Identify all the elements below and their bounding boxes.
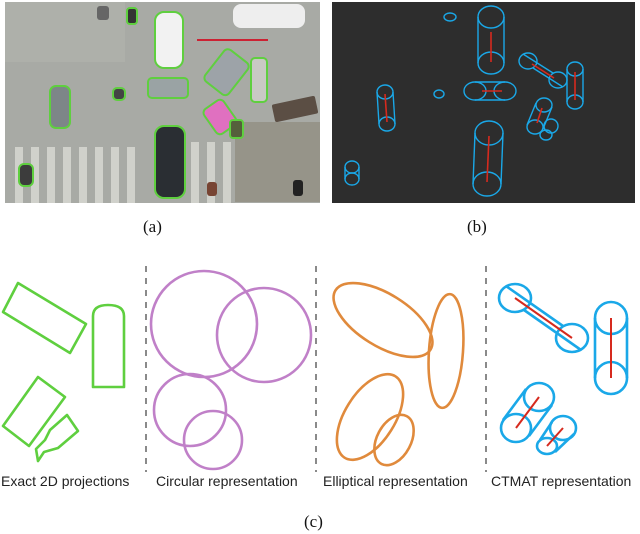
circle-shapes	[149, 269, 313, 471]
label-ctmat: CTMAT representation	[491, 473, 632, 489]
panel-dividers	[145, 266, 487, 472]
label-exact-projections: Exact 2D projections	[1, 473, 130, 489]
caption-c: (c)	[304, 512, 323, 531]
caption-a: (a)	[143, 217, 162, 236]
ctmat-dark-illustration	[344, 5, 584, 197]
exact-projection-shapes	[1, 281, 126, 463]
ellipse-shapes	[332, 281, 465, 467]
aerial-photo-panel	[5, 2, 320, 203]
ctmat-shapes	[497, 282, 629, 456]
label-circular: Circular representation	[156, 473, 298, 489]
caption-b: (b)	[467, 217, 487, 236]
ctmat-spines	[514, 297, 612, 447]
representation-comparison	[1, 266, 629, 472]
aerial-photo-illustration	[5, 2, 320, 203]
label-elliptical: Elliptical representation	[323, 473, 468, 489]
ctmat-dark-panel	[332, 2, 635, 203]
